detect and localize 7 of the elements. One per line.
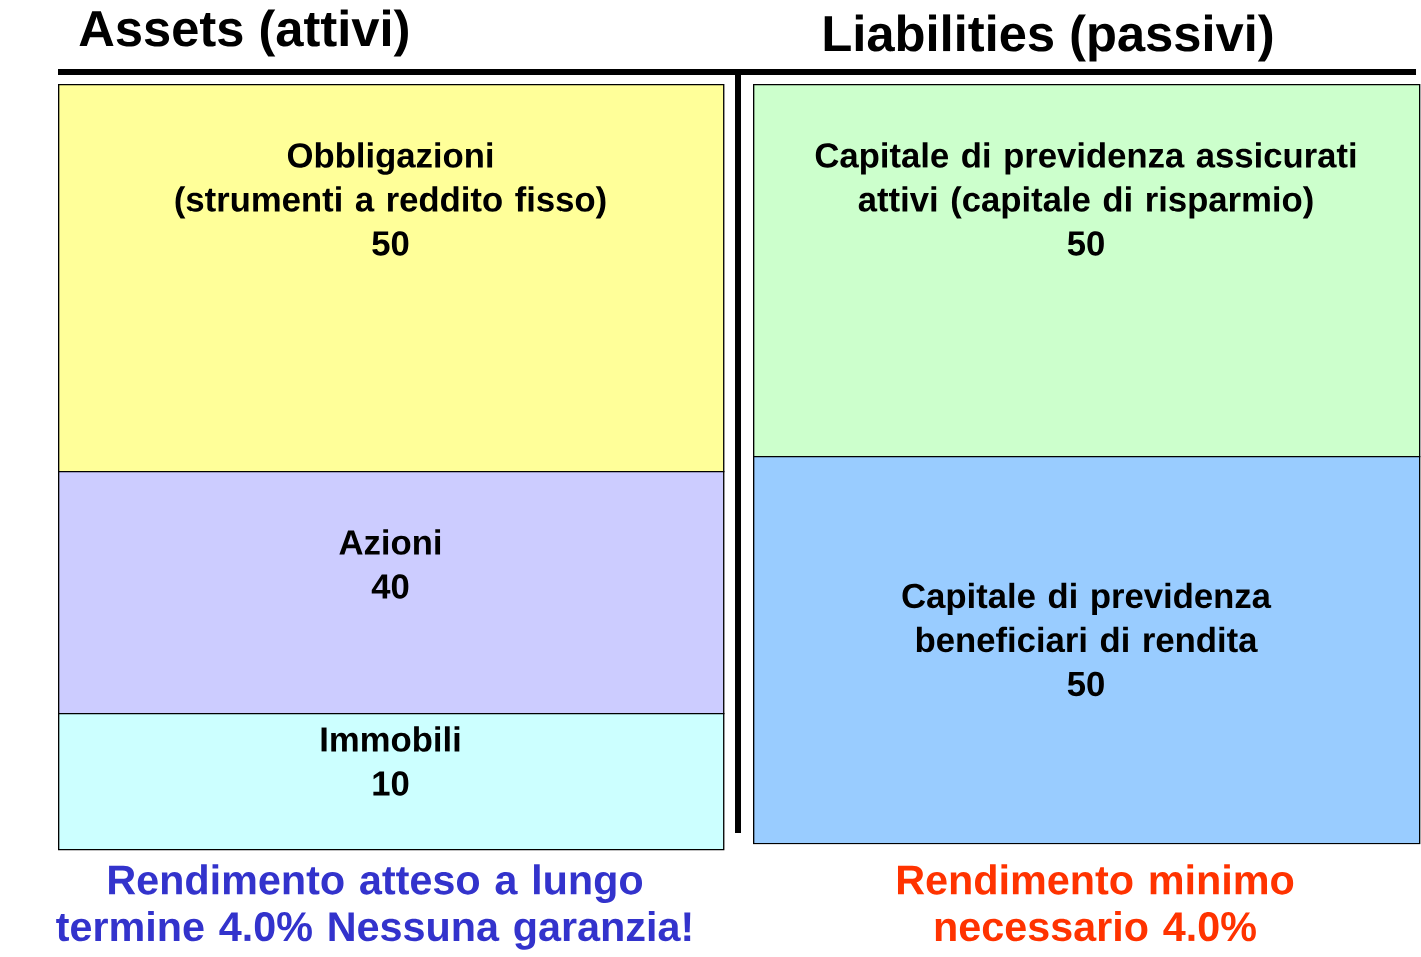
- return-note: Rendimento atteso a lungo termine 4.0% Nessuna garanzia!: [56, 864, 691, 950]
- asset-liability-box: Azioni 40: [58, 471, 725, 715]
- asset-liability-box: Obbligazioni (strumenti a reddito fisso) 50: [58, 84, 725, 473]
- column-heading: Liabilities (passivi): [824, 14, 1273, 62]
- asset-liability-box: Capitale di previdenza beneficiari di rendita 50: [753, 456, 1421, 845]
- asset-liability-box: Immobili 10: [58, 713, 725, 851]
- asset-liability-box: Capitale di previdenza assicurati attivi (capitale di risparmio) 50: [753, 84, 1421, 458]
